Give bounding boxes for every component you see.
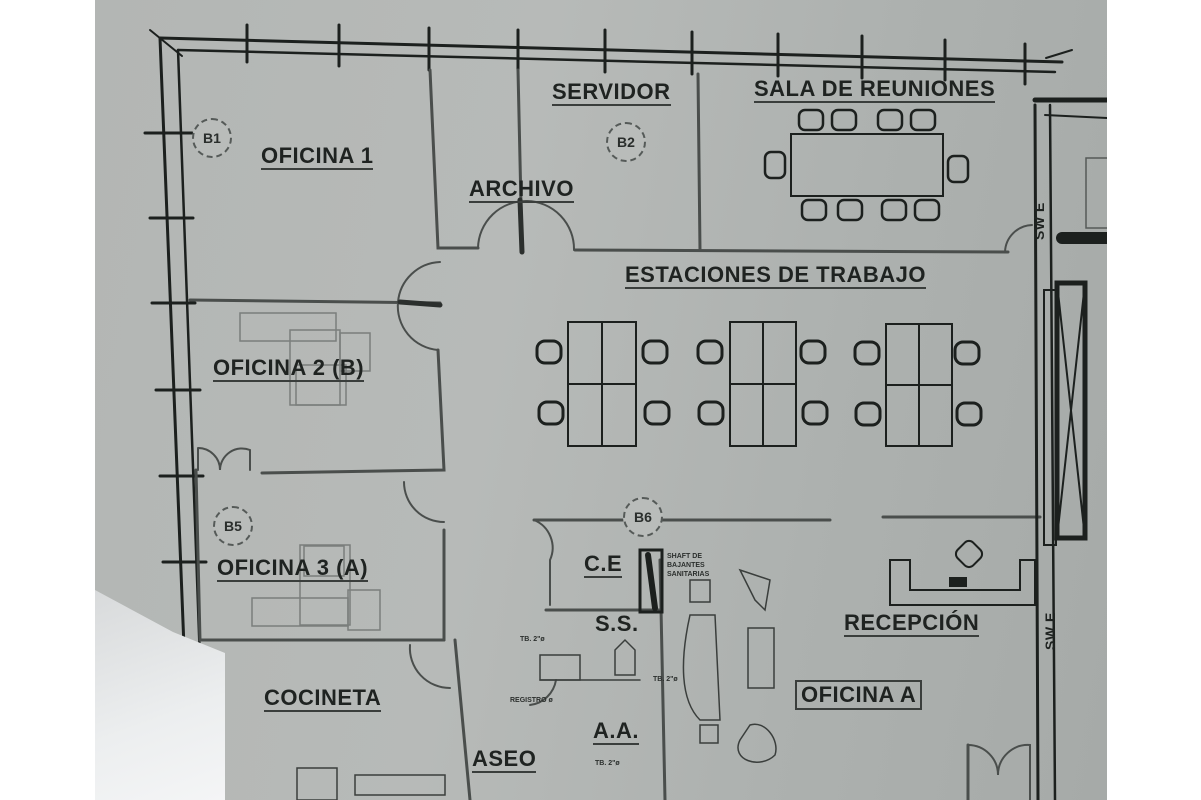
room-label-aa: A.A. <box>593 718 639 745</box>
badge-b2: B2 <box>606 122 646 162</box>
room-label-oficina-2: OFICINA 2 (B) <box>213 355 365 382</box>
room-label-aseo: ASEO <box>472 746 537 773</box>
badge-b5: B5 <box>213 506 253 546</box>
room-label-estaciones-de-trabajo: ESTACIONES DE TRABAJO <box>625 262 927 289</box>
note-tb-1: TB. 2"ø <box>520 636 545 643</box>
room-label-servidor: SERVIDOR <box>552 79 671 106</box>
room-label-oficina-1: OFICINA 1 <box>261 143 374 170</box>
badge-b6: B6 <box>623 497 663 537</box>
floor-plan-photo: OFICINA 1 ARCHIVO SERVIDOR SALA DE REUNI… <box>95 0 1107 800</box>
room-label-archivo: ARCHIVO <box>469 176 574 203</box>
room-label-oficina-a: OFICINA A <box>795 680 923 710</box>
vertical-label-swe-top: SW E <box>1031 202 1047 240</box>
room-label-oficina-3: OFICINA 3 (A) <box>217 555 369 582</box>
room-label-ce: C.E <box>584 551 623 578</box>
room-label-cocineta: COCINETA <box>264 685 382 712</box>
room-label-sala-de-reuniones: SALA DE REUNIONES <box>754 76 996 103</box>
floor-plan-drawing <box>143 23 1107 800</box>
note-registro: REGISTRO ø <box>510 697 553 704</box>
note-shaft: SHAFT DE BAJANTES SANITARIAS <box>667 553 710 578</box>
vertical-label-swe-bottom: SW E <box>1042 612 1058 650</box>
note-tb-3: TB. 2"ø <box>595 760 620 767</box>
room-label-ss: S.S. <box>595 611 639 636</box>
room-label-recepcion: RECEPCIÓN <box>844 610 980 637</box>
badge-b1: B1 <box>192 118 232 158</box>
note-tb-2: TB. 2"ø <box>653 676 678 683</box>
